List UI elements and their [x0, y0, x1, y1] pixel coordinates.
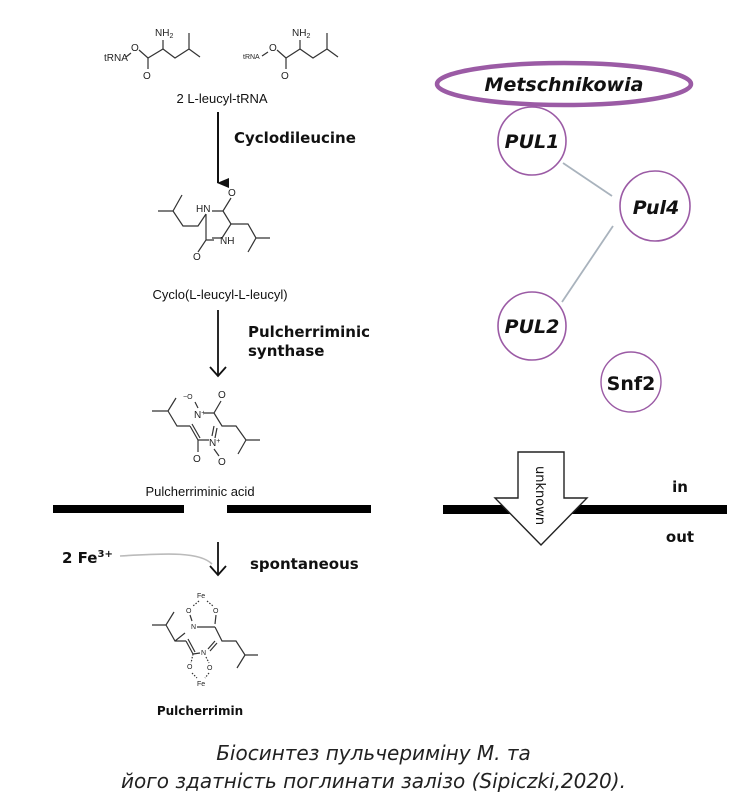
carbonyl-oxygen-label: O: [143, 71, 151, 82]
membrane-segment-right: [443, 505, 727, 514]
node-pul1[interactable]: [497, 106, 567, 176]
trna-atom-label: tRNA: [243, 54, 260, 61]
ester-oxygen-label: O: [269, 43, 277, 54]
hn-atom-label: HN: [196, 204, 210, 215]
amine-label: NH2: [292, 28, 310, 40]
leucyl-trna-structure-1: tRNA O O NH2: [104, 28, 201, 82]
edge-pul4-pul2: [561, 225, 614, 303]
caption-line1: Біосинтез пульчериміну M. та: [216, 741, 531, 765]
leucyl-trna-structure-2: tRNA O O NH2: [243, 28, 339, 82]
n-atom-label: N: [191, 624, 196, 631]
trna-atom-label: tRNA: [104, 53, 128, 64]
n-atom-label: N: [201, 650, 206, 657]
ester-oxygen-label: O: [131, 43, 139, 54]
node-snf2-label: Snf2: [607, 373, 656, 395]
oxygen-label: O: [218, 390, 226, 401]
node-pul4[interactable]: [619, 170, 691, 242]
spontaneous-label: spontaneous: [250, 555, 359, 573]
cyclodileucine-structure: HN O NH O: [158, 188, 270, 263]
iron-label: 2 Fe3+: [62, 549, 113, 567]
n-plus-label: N+: [209, 438, 220, 449]
pulcherrimin-structure: Fe O O N N O O Fe: [152, 593, 258, 688]
oxygen-label: O: [228, 188, 236, 199]
oxygen-label: O: [213, 608, 219, 615]
pulcherriminic-acid-structure: −O N+ O O N+ O: [152, 390, 260, 468]
arrow-step3-head: [209, 565, 227, 577]
iron-connector-line: [119, 553, 213, 565]
node-pul1-label: PUL1: [505, 131, 560, 153]
outside-label: out: [666, 528, 694, 546]
oxygen-label: O: [187, 664, 193, 671]
unknown-transporter-arrow: [493, 451, 589, 547]
fe-atom-label: Fe: [197, 593, 205, 600]
substrate-label: 2 L-leucyl-tRNA: [176, 91, 267, 106]
organism-ellipse: [434, 60, 694, 108]
oxygen-label: O: [218, 457, 226, 468]
caption-line2: його здатність поглинати залізо (Sipiczk…: [121, 769, 626, 793]
enzyme-cyclodileucine-label: Cyclodileucine: [234, 129, 356, 147]
inside-label: in: [672, 478, 688, 496]
n-plus-label: N+: [194, 410, 205, 421]
enzyme-synthase-line2: synthase: [248, 342, 324, 360]
gene-network: Metschnikowia PUL1 Pul4 PUL2 Snf2: [434, 60, 694, 413]
membrane-segment-middle: [227, 505, 371, 513]
transporter-label: unknown: [532, 466, 547, 525]
node-snf2[interactable]: [600, 351, 662, 413]
carbonyl-oxygen-label: O: [281, 71, 289, 82]
intermediate1-label: Cyclo(L-leucyl-L-leucyl): [152, 287, 287, 302]
enzyme-synthase-line1: Pulcherriminic: [248, 323, 370, 341]
intermediate2-label: Pulcherriminic acid: [145, 484, 254, 499]
arrow-step2-head: [209, 366, 227, 378]
oxygen-label: O: [193, 252, 201, 263]
edge-pul1-pul4: [562, 162, 613, 197]
product-label: Pulcherrimin: [157, 704, 243, 718]
node-pul4-label: Pul4: [633, 197, 680, 219]
oxide-label: −O: [183, 394, 193, 401]
amine-label: NH2: [155, 28, 173, 40]
oxygen-label: O: [186, 608, 192, 615]
oxygen-label: O: [207, 665, 213, 672]
nh-atom-label: NH: [220, 236, 234, 247]
fe-atom-label: Fe: [197, 681, 205, 688]
oxygen-label: O: [193, 454, 201, 465]
node-pul2-label: PUL2: [505, 316, 560, 338]
membrane-segment-left: [53, 505, 184, 513]
node-pul2[interactable]: [497, 291, 567, 361]
organism-label: Metschnikowia: [485, 74, 644, 96]
